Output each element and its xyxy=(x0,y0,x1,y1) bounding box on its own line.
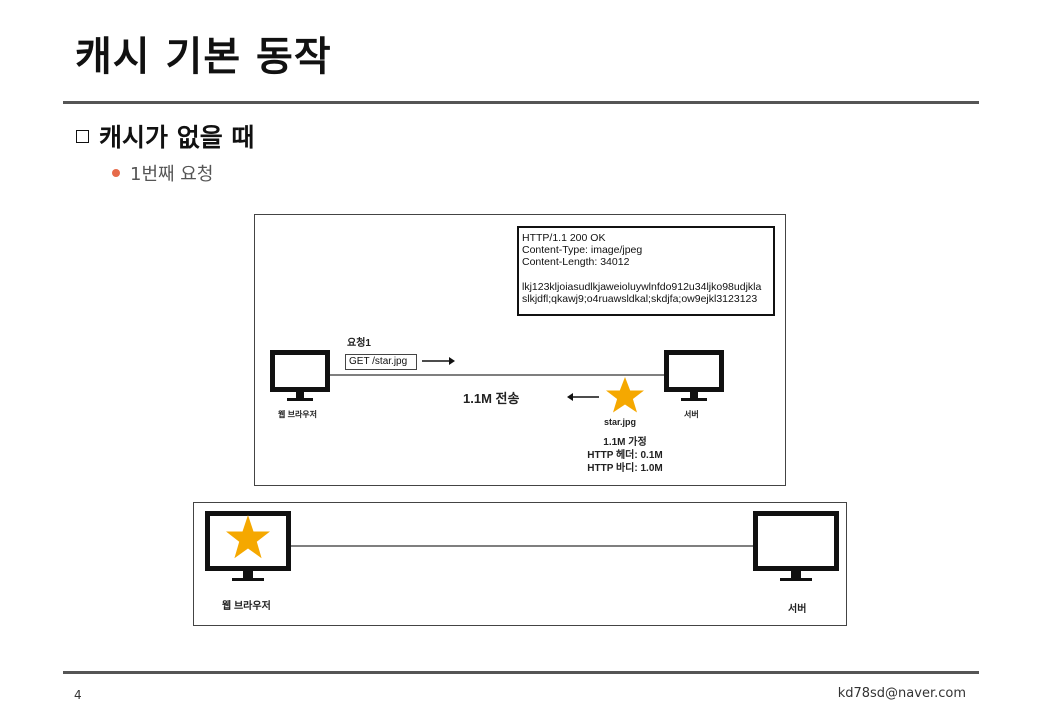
star-icon xyxy=(226,515,270,559)
section-title: 캐시가 없을 때 xyxy=(99,123,255,152)
browser-monitor-icon xyxy=(270,350,330,401)
author-email: kd78sd@naver.com xyxy=(837,686,966,701)
checkbox-square-icon xyxy=(76,129,89,143)
server-monitor-icon xyxy=(664,350,724,401)
response-line: Content-Type: image/jpeg xyxy=(522,244,643,257)
browser-label: 웹 브라우저 xyxy=(222,601,271,612)
title-divider xyxy=(63,101,979,104)
diagram-bottom-panel xyxy=(193,502,847,626)
server-label: 서버 xyxy=(684,410,699,419)
bullet-item: 1번째 요청 xyxy=(112,160,213,186)
star-icon xyxy=(606,377,644,413)
transfer-label: 1.1M 전송 xyxy=(463,391,520,406)
section-heading: 캐시가 없을 때 xyxy=(76,118,254,154)
diagram-top-graphics xyxy=(270,350,724,413)
server-label: 서버 xyxy=(788,604,807,615)
response-line: slkjdfl;qkawj9;o4ruawsldkal;skdjfa;ow9ej… xyxy=(522,292,758,305)
size-info-line: 1.1M 가정 xyxy=(603,437,647,448)
response-line: Content-Length: 34012 xyxy=(522,256,630,269)
browser-label: 웹 브라우저 xyxy=(278,410,318,419)
size-info-line: HTTP 헤더: 0.1M xyxy=(587,450,663,461)
bullet-dot-icon xyxy=(112,169,120,177)
file-label: star.jpg xyxy=(604,417,637,427)
server-monitor-icon xyxy=(753,511,839,581)
request-label: 요청1 xyxy=(347,338,371,349)
diagram-bottom-graphics xyxy=(205,511,839,581)
footer-divider xyxy=(63,671,979,674)
size-info: 1.1M 가정 HTTP 헤더: 0.1M HTTP 바디: 1.0M xyxy=(560,436,690,475)
response-line: lkj123kljoiasudlkjaweioluywlnfdo912u34lj… xyxy=(522,280,762,293)
page-title: 캐시 기본 동작 xyxy=(75,34,332,80)
size-info-line: HTTP 바디: 1.0M xyxy=(587,463,663,474)
http-response-box: HTTP/1.1 200 OK Content-Type: image/jpeg… xyxy=(517,226,775,316)
bullet-text: 1번째 요청 xyxy=(130,164,214,185)
response-line: HTTP/1.1 200 OK xyxy=(522,232,606,244)
page-number: 4 xyxy=(74,688,82,702)
request-box: GET /star.jpg xyxy=(345,354,417,370)
